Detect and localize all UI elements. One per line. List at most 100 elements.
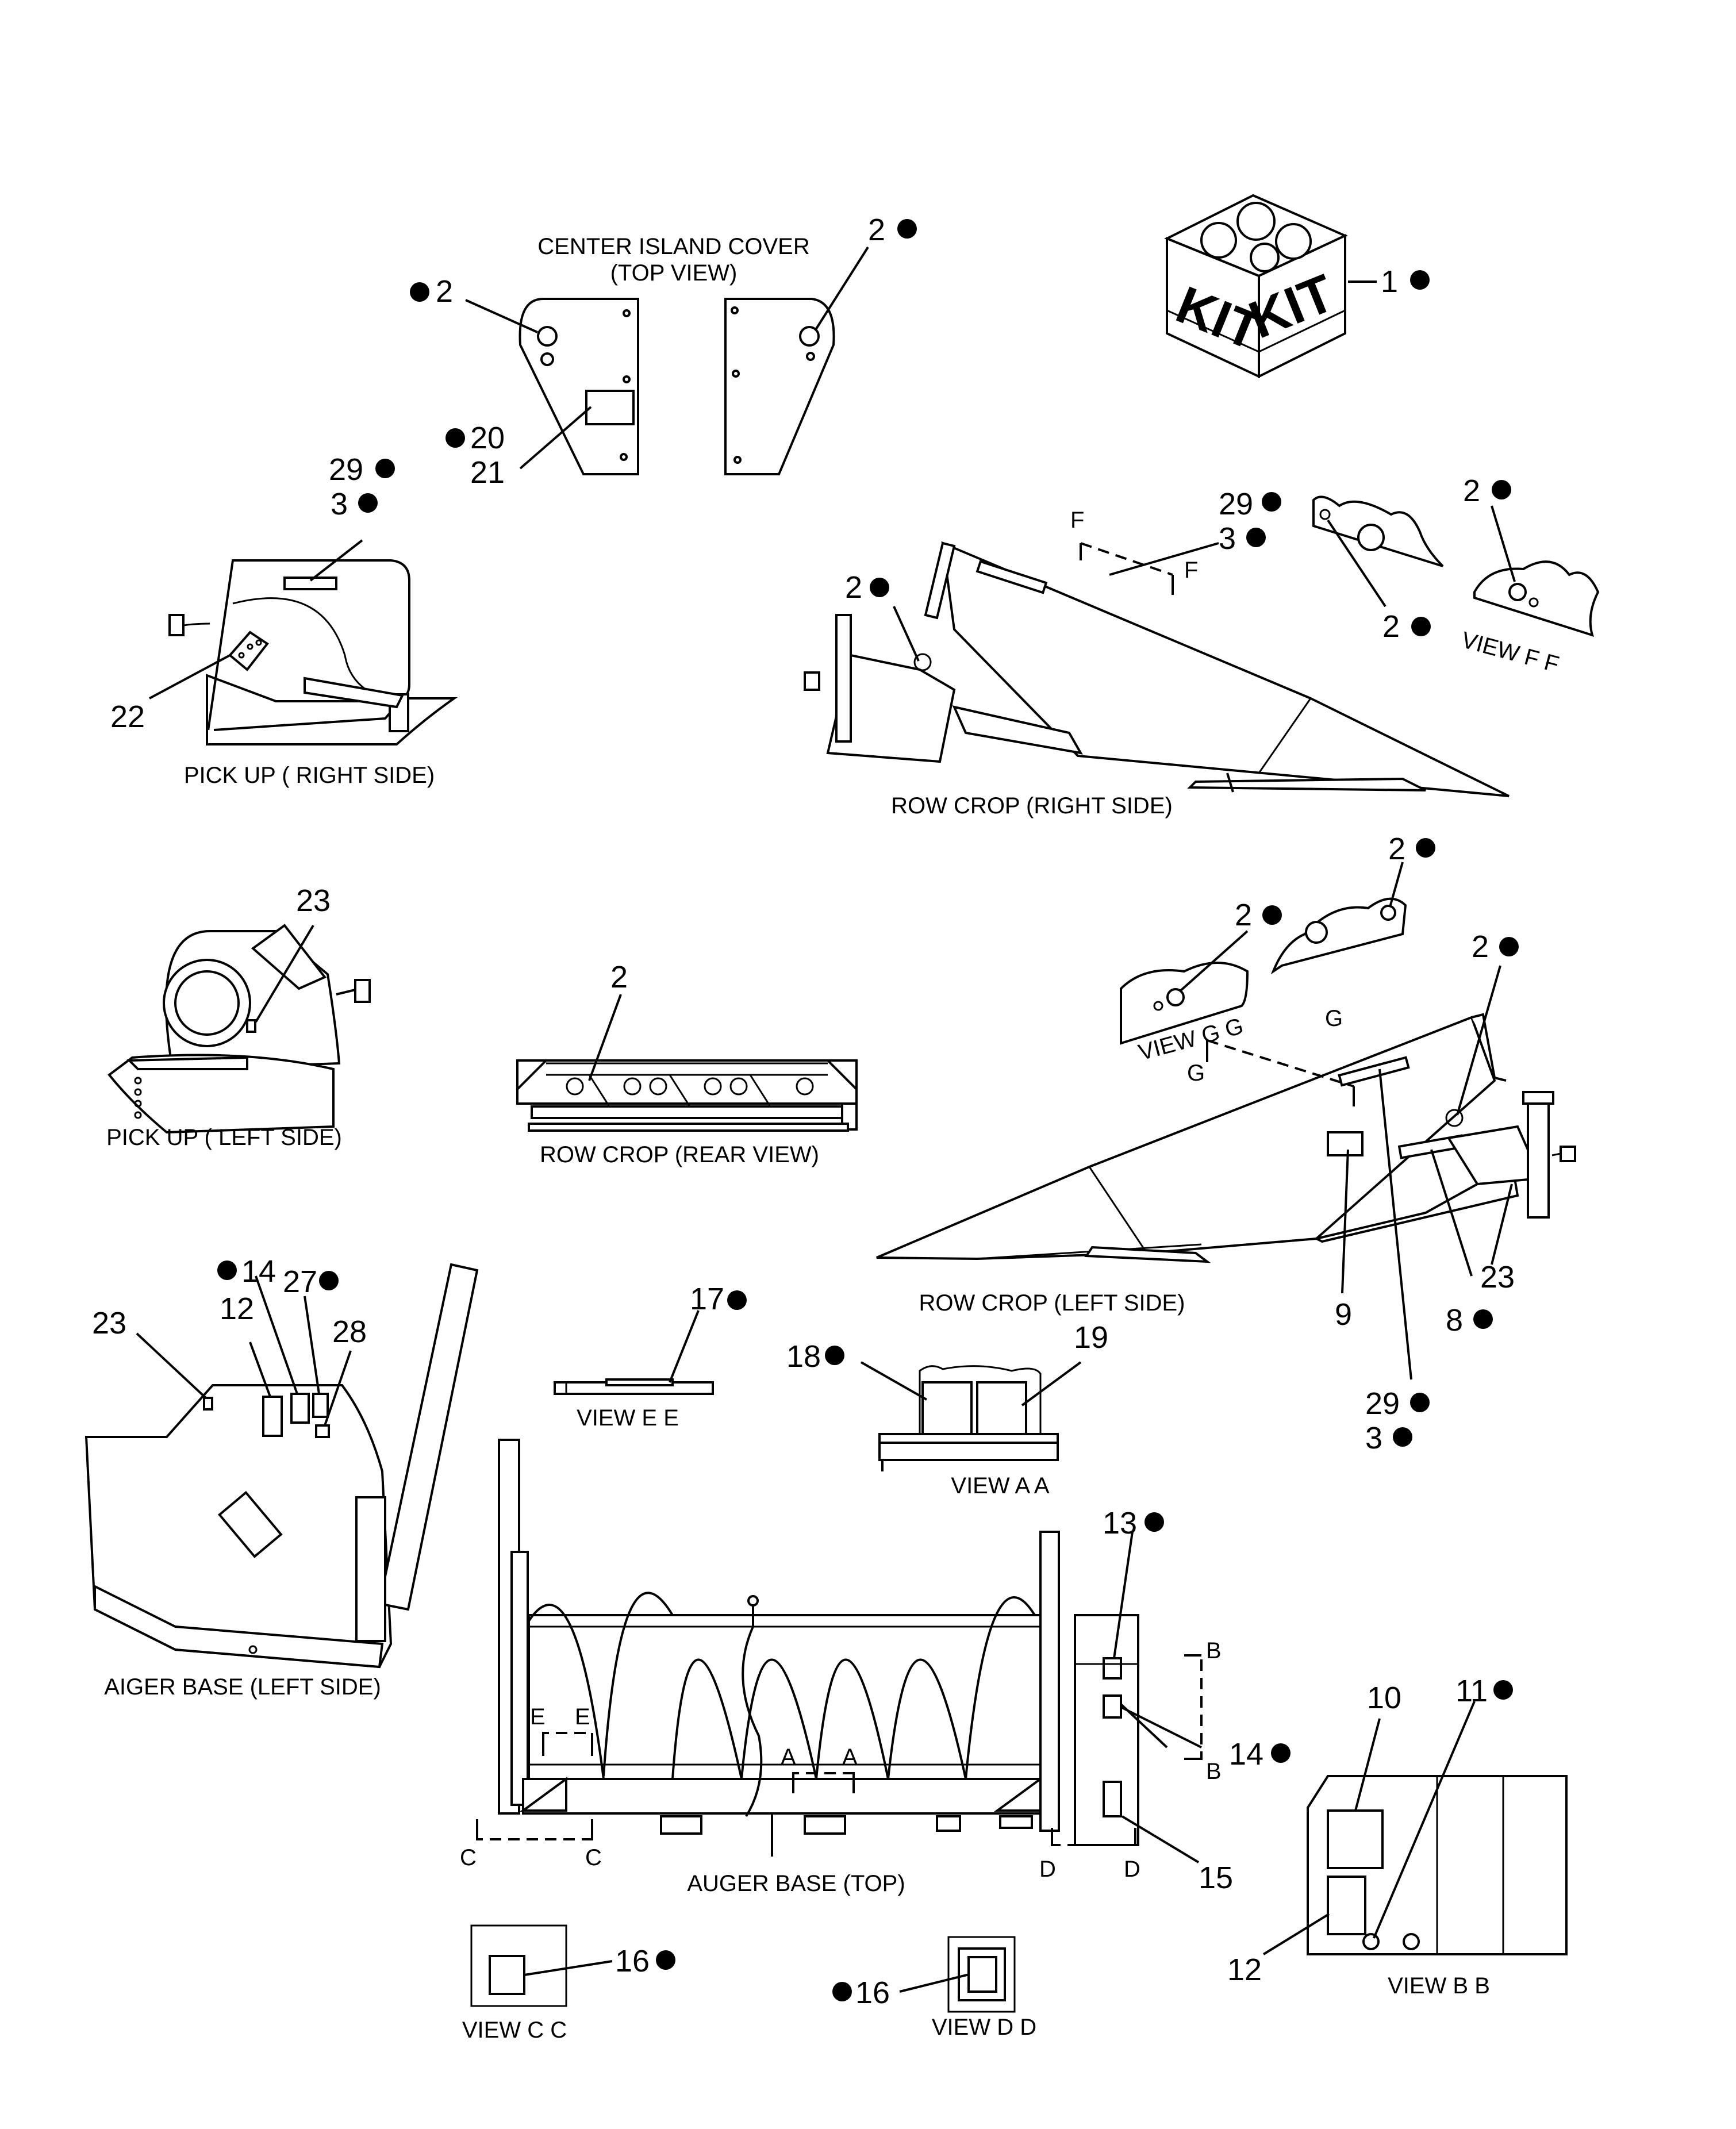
view-ee-illustration	[554, 1310, 714, 1395]
pickup-right-side-illustration	[149, 539, 458, 745]
caption-pickup-left-side: PICK UP ( LEFT SIDE)	[106, 1125, 342, 1150]
callout-16-dot-dd	[832, 1982, 852, 2001]
detail-f-left-illustration	[1312, 495, 1444, 608]
callout-2-rear: 2	[610, 960, 628, 994]
callout-18-dot	[825, 1346, 844, 1365]
callout-12-aug: 12	[220, 1292, 254, 1326]
callout-29-pur: 29	[329, 452, 363, 487]
callout-20-dot	[445, 428, 465, 448]
callout-13-dot	[1144, 1512, 1164, 1532]
section-f-right: F	[1184, 558, 1198, 583]
row-crop-left-side-illustration	[876, 965, 1576, 1380]
callout-22: 22	[110, 700, 145, 734]
callout-8: 8	[1446, 1303, 1463, 1338]
callout-2-dot-gg-left	[1262, 905, 1282, 925]
section-g-left: G	[1187, 1060, 1205, 1086]
callout-16-cc: 16	[615, 1944, 650, 1978]
auger-base-top-illustration	[498, 1439, 1202, 1863]
section-c-left: C	[460, 1845, 477, 1870]
view-dd-illustration	[899, 1936, 1016, 2013]
callout-2-ci-right: 2	[868, 213, 885, 247]
callout-3-rcr: 3	[1219, 521, 1236, 556]
section-g-right: G	[1325, 1006, 1343, 1031]
section-d-left: D	[1039, 1857, 1056, 1882]
detail-g-right-illustration	[1270, 862, 1407, 975]
caption-auger-base-left-side: AIGER BASE (LEFT SIDE)	[104, 1674, 381, 1700]
callout-18: 18	[786, 1339, 821, 1374]
callout-15: 15	[1199, 1861, 1233, 1895]
view-ff-illustration	[1473, 505, 1600, 637]
callout-29-rcr: 29	[1219, 487, 1253, 521]
caption-view-aa: VIEW A A	[951, 1473, 1050, 1498]
section-e-left: E	[530, 1704, 546, 1730]
callout-27-dot	[319, 1271, 339, 1290]
view-gg-illustration	[1120, 930, 1249, 1045]
callout-3-rcl: 3	[1365, 1421, 1382, 1455]
callout-9: 9	[1335, 1297, 1352, 1332]
callout-29-dot-rcr	[1262, 492, 1281, 512]
callout-2-dot-rcr	[870, 578, 889, 597]
callout-2-ff-left: 2	[1382, 609, 1400, 644]
callout-16-dd: 16	[855, 1976, 890, 2010]
view-cc-illustration	[470, 1924, 613, 2007]
caption-view-dd: VIEW D D	[932, 2015, 1036, 2040]
view-aa-illustration	[861, 1361, 1082, 1471]
caption-view-ff: VIEW F F	[1459, 627, 1562, 677]
callout-19: 19	[1074, 1320, 1108, 1355]
view-bb-illustration	[1262, 1701, 1568, 1955]
callout-2-gg-left: 2	[1235, 898, 1252, 932]
caption-view-bb: VIEW B B	[1388, 1973, 1490, 1999]
pickup-left-side-illustration	[107, 924, 371, 1134]
callout-2-ci-left: 2	[436, 274, 453, 309]
callout-2-rcl: 2	[1472, 929, 1489, 964]
callout-23-pul: 23	[296, 883, 331, 918]
callout-11-dot	[1493, 1680, 1513, 1700]
callout-2-rcr: 2	[845, 570, 862, 605]
callout-14-dot-aug	[217, 1261, 237, 1280]
caption-view-cc: VIEW C C	[462, 2017, 567, 2043]
callout-29-rcl: 29	[1365, 1386, 1400, 1421]
section-a-left: A	[781, 1744, 796, 1770]
callout-3-dot-rcr	[1246, 528, 1266, 547]
callout-3-pur: 3	[331, 487, 348, 521]
callout-11: 11	[1455, 1674, 1488, 1708]
callout-14-top: 14	[1229, 1737, 1263, 1771]
section-c-right: C	[585, 1845, 602, 1870]
callout-29-dot-rcl	[1410, 1393, 1430, 1412]
callout-2-dot-ff-left	[1411, 617, 1431, 636]
section-a-right: A	[842, 1744, 858, 1770]
callout-2-dot-ci-left	[410, 282, 429, 302]
callout-3-dot-rcl	[1393, 1427, 1412, 1447]
callout-1: 1	[1381, 264, 1398, 299]
callout-17-dot	[727, 1290, 747, 1310]
auger-base-left-side-illustration	[85, 1263, 479, 1669]
callout-27: 27	[283, 1265, 317, 1299]
callout-2-dot-ff-right	[1492, 480, 1511, 499]
callout-14-aug: 14	[241, 1254, 276, 1289]
caption-row-crop-left-side: ROW CROP (LEFT SIDE)	[919, 1290, 1185, 1316]
callout-8-dot	[1473, 1309, 1493, 1329]
row-crop-rear-view-illustration	[516, 994, 858, 1132]
caption-top-view: (TOP VIEW)	[610, 260, 738, 286]
callout-12-bb: 12	[1227, 1953, 1262, 1987]
section-e-right: E	[575, 1704, 590, 1730]
callout-21: 21	[470, 455, 505, 490]
caption-center-island-cover: CENTER ISLAND COVER	[537, 234, 809, 259]
callout-13: 13	[1103, 1506, 1137, 1540]
center-island-cover-illustration	[465, 246, 869, 475]
callout-2-dot-ci-right	[897, 219, 917, 239]
row-crop-right-side-illustration	[804, 541, 1510, 797]
callout-2-gg-right: 2	[1388, 832, 1405, 866]
section-b-top: B	[1206, 1638, 1222, 1663]
callout-1-dot	[1410, 270, 1430, 290]
callout-16-dot-cc	[656, 1950, 675, 1970]
callout-2-dot-rcl	[1499, 937, 1519, 956]
section-b-bottom: B	[1206, 1759, 1222, 1784]
callout-10: 10	[1367, 1681, 1401, 1715]
caption-row-crop-rear-view: ROW CROP (REAR VIEW)	[540, 1142, 819, 1167]
callout-14-dot-top	[1271, 1743, 1291, 1763]
caption-auger-base-top: AUGER BASE (TOP)	[687, 1871, 905, 1896]
callout-23-rcl: 23	[1480, 1260, 1515, 1294]
callout-2-dot-gg-right	[1416, 838, 1435, 858]
